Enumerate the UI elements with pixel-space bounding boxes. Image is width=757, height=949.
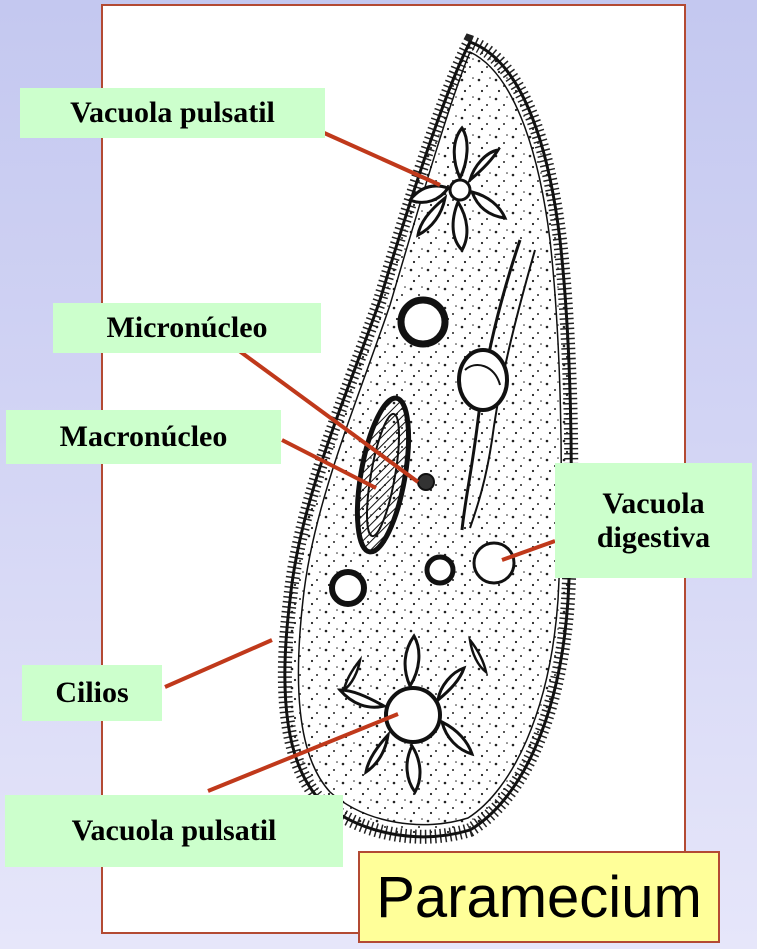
label-vacuola-pulsatil-bottom: Vacuola pulsatil bbox=[5, 795, 343, 867]
label-micronucleo: Micronúcleo bbox=[53, 303, 321, 353]
food-vacuole-small bbox=[332, 572, 364, 604]
label-vacuola-digestiva: Vacuola digestiva bbox=[555, 463, 752, 578]
label-cilios: Cilios bbox=[22, 665, 162, 721]
label-vacuola-digestiva-line1: Vacuola bbox=[602, 487, 704, 521]
diagram-title: Paramecium bbox=[358, 851, 720, 943]
label-vacuola-pulsatil-top: Vacuola pulsatil bbox=[20, 88, 325, 138]
digestive-vacuole bbox=[474, 543, 514, 583]
label-macronucleo: Macronúcleo bbox=[6, 410, 281, 464]
food-vacuole-forming bbox=[459, 350, 507, 410]
label-vacuola-digestiva-line2: digestiva bbox=[597, 521, 710, 555]
micronucleus bbox=[418, 474, 434, 490]
food-vacuole-large bbox=[401, 300, 445, 344]
food-vacuole-mid bbox=[427, 557, 453, 583]
